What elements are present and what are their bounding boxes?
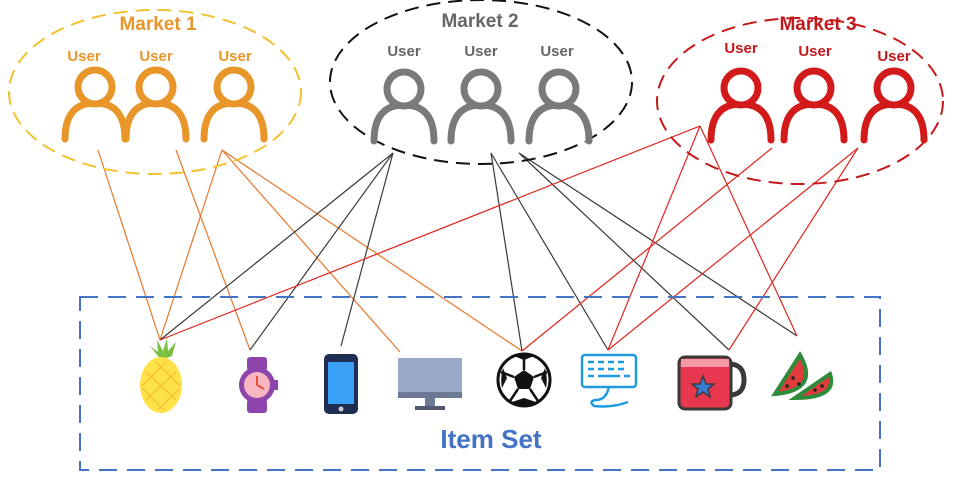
- item-set-label: Item Set: [440, 424, 541, 454]
- user-icon: [122, 66, 190, 143]
- connection-line: [607, 147, 859, 351]
- user-icon: [370, 68, 438, 145]
- user-label: User: [798, 43, 832, 60]
- user-label: User: [387, 43, 421, 60]
- user-icon: [780, 67, 848, 144]
- user-icon: [447, 68, 515, 145]
- user-label: User: [540, 43, 574, 60]
- watermelon-icon: [771, 351, 834, 401]
- keyboard-icon: [580, 353, 638, 408]
- connection-line: [159, 152, 394, 341]
- user-icon: [525, 68, 593, 145]
- watch-icon: [239, 357, 278, 413]
- market-2-label: Market 2: [441, 11, 518, 32]
- connection-line: [175, 149, 251, 351]
- connection-lines: [97, 125, 859, 353]
- connection-line: [221, 149, 401, 353]
- monitor-icon: [398, 358, 462, 410]
- market-2-user-labels: User User User: [387, 43, 574, 60]
- user-icon: [707, 67, 775, 144]
- market-2-ellipse: [329, 0, 633, 165]
- user-icons: [61, 66, 928, 145]
- market-3-ellipse: [656, 17, 944, 185]
- pineapple-icon: [140, 338, 182, 413]
- soccer-ball-icon: [496, 352, 552, 408]
- market-3-user-labels: User User User: [724, 40, 911, 65]
- connection-line: [249, 152, 394, 351]
- connection-line: [607, 125, 701, 351]
- connection-line: [490, 152, 609, 351]
- mug-icon: [677, 355, 747, 411]
- connection-line: [518, 152, 730, 351]
- market-1-label: Market 1: [119, 14, 197, 35]
- user-label: User: [877, 48, 911, 65]
- connection-line: [97, 149, 161, 341]
- market-1-user-labels: User User User: [67, 48, 252, 65]
- connection-line: [521, 147, 773, 352]
- smartphone-icon: [324, 354, 358, 414]
- user-icon: [860, 67, 928, 144]
- user-label: User: [464, 43, 498, 60]
- connection-line: [340, 152, 394, 347]
- market-3-label: Market 3: [779, 14, 856, 35]
- market-1-ellipse: [8, 9, 302, 175]
- connection-line: [221, 149, 523, 352]
- user-icon: [61, 66, 129, 143]
- connection-line: [159, 149, 223, 341]
- connection-line: [699, 125, 798, 337]
- user-label: User: [67, 48, 101, 65]
- user-icon: [200, 66, 268, 143]
- user-label: User: [724, 40, 758, 57]
- user-label: User: [218, 48, 252, 65]
- item-set-box: [79, 296, 881, 471]
- connection-line: [518, 152, 798, 337]
- user-label: User: [139, 48, 173, 65]
- connection-line: [159, 125, 701, 341]
- connection-line: [490, 152, 523, 352]
